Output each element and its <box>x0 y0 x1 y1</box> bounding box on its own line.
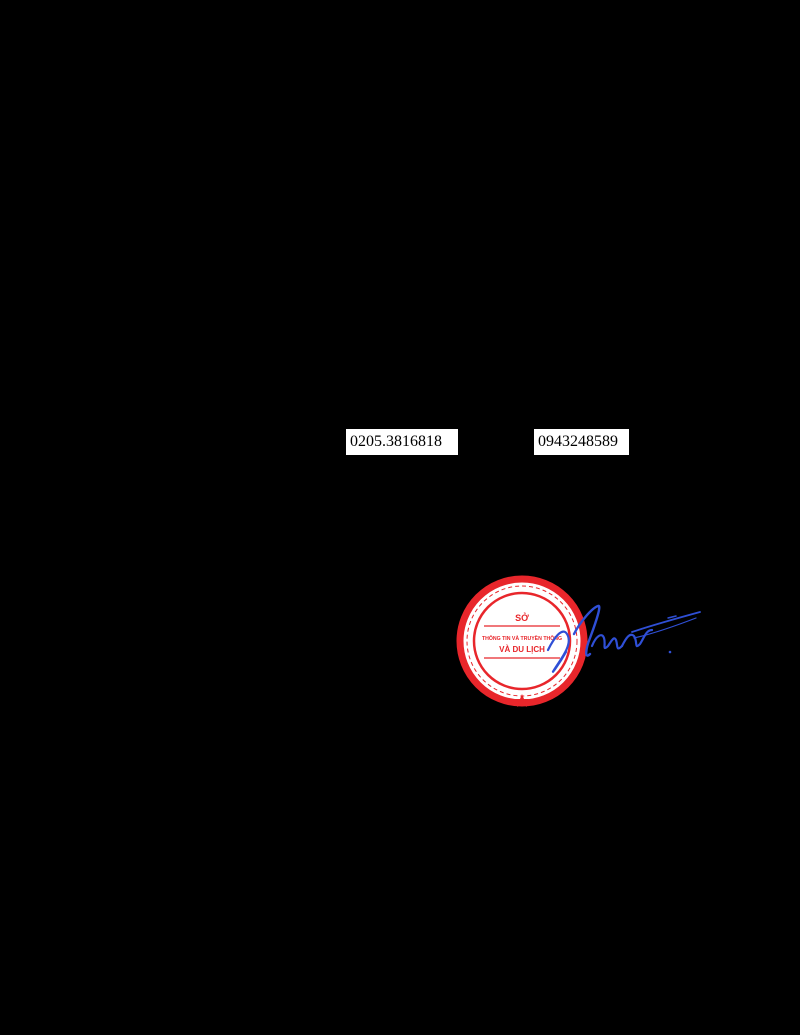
seal-and-signature: SỞ THÔNG TIN VÀ TRUYỀN THÔNG VÀ DU LỊCH <box>456 574 706 709</box>
mobile-phone-number: 0943248589 <box>534 429 629 455</box>
seal-center-line1: THÔNG TIN VÀ TRUYỀN THÔNG <box>482 634 562 642</box>
seal-center-line2: VÀ DU LỊCH <box>499 645 545 654</box>
seal-center-top: SỞ <box>515 612 529 623</box>
official-seal: SỞ THÔNG TIN VÀ TRUYỀN THÔNG VÀ DU LỊCH <box>456 575 588 707</box>
signature <box>546 604 701 673</box>
office-phone-number: 0205.3816818 <box>346 429 458 455</box>
